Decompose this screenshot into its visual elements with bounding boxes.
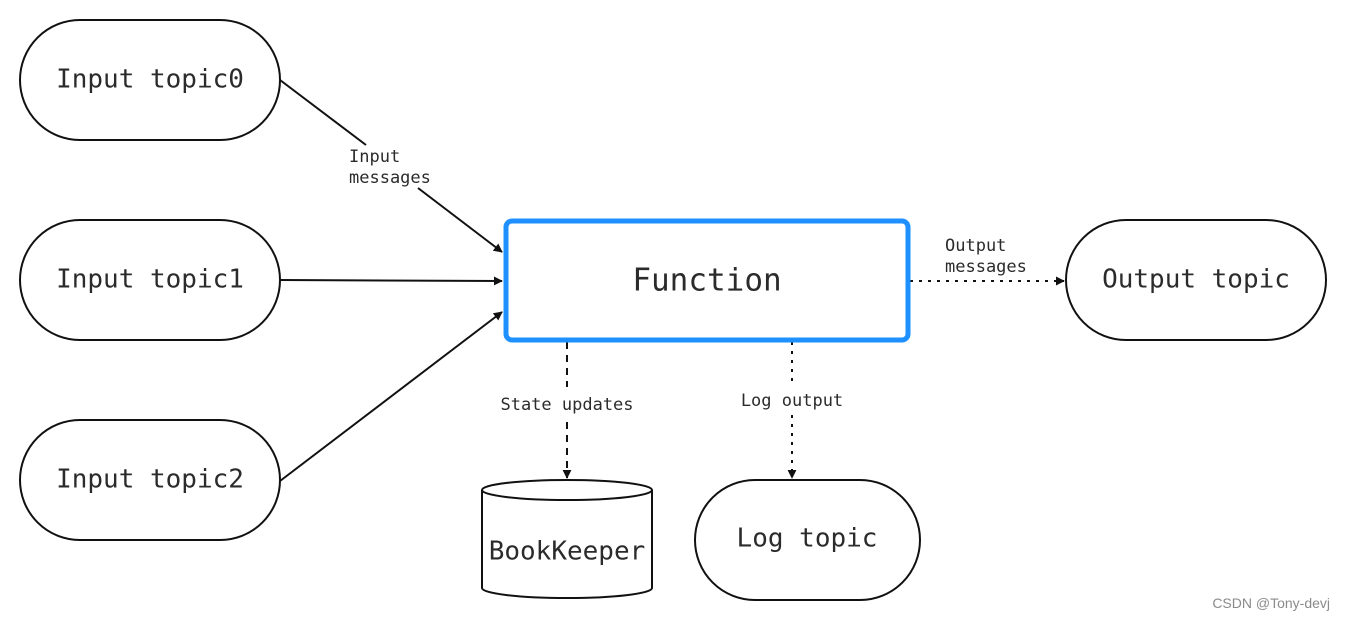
state-updates-label: State updates [500, 395, 633, 415]
edge-input0-to-function-lower [417, 187, 503, 253]
function-node [503, 218, 911, 343]
edge-input2-to-function [279, 311, 503, 482]
log-topic-node [694, 479, 921, 601]
function-label: Function [632, 263, 781, 299]
output-messages-label-line1: Output [945, 236, 1006, 256]
input-topic0-node [19, 19, 281, 141]
bookkeeper-node [481, 479, 653, 599]
input-topic1-node [19, 219, 281, 341]
bookkeeper-label: BookKeeper [489, 537, 646, 567]
edge-input0-to-function [279, 79, 367, 146]
watermark-text: CSDN @Tony-devj [1212, 595, 1330, 611]
input-messages-label-line2: messages [349, 168, 431, 188]
input-topic0-label: Input topic0 [56, 65, 244, 95]
edge-input1-to-function [279, 276, 503, 286]
output-messages-label-line2: messages [945, 257, 1027, 277]
input-messages-label-line1: Input [349, 147, 400, 167]
output-topic-node [1065, 219, 1327, 341]
input-topic2-node [19, 419, 281, 541]
log-output-label: Log output [741, 391, 843, 411]
output-topic-label: Output topic [1102, 265, 1290, 295]
log-topic-label: Log topic [737, 524, 878, 554]
input-topic1-label: Input topic1 [56, 265, 244, 295]
input-topic2-label: Input topic2 [56, 465, 244, 495]
